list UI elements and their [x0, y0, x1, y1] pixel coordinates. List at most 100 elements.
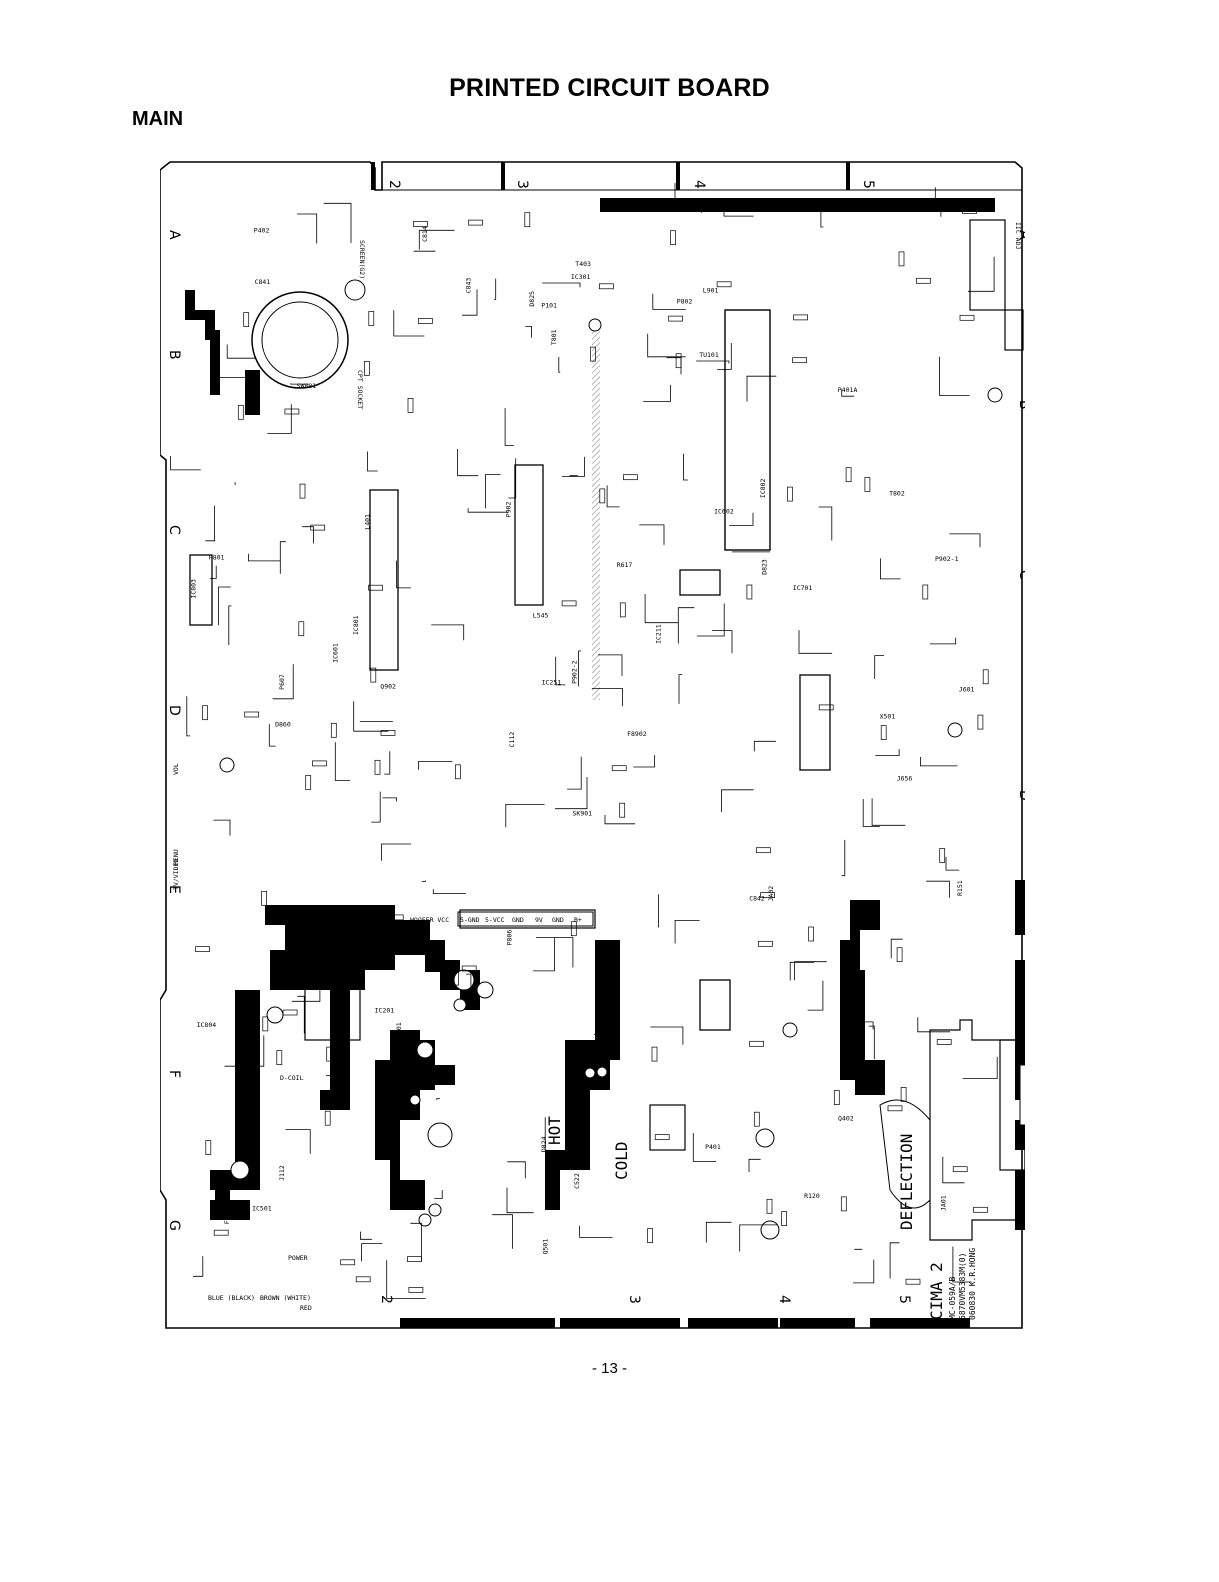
smd-footprint [461, 965, 477, 972]
trace-segment [507, 1161, 526, 1179]
trace-segment [315, 922, 338, 943]
smd-footprint [453, 970, 459, 986]
component-ref: C814 [421, 226, 429, 242]
smd-footprint [939, 848, 946, 863]
component-ref: P801 [209, 554, 225, 562]
trace-segment [604, 815, 636, 825]
trace-segment [434, 1190, 443, 1199]
tv-video-label: TV/VIDEO [172, 859, 180, 890]
component-ref: T802 [889, 490, 905, 498]
trace-segment [789, 961, 815, 981]
zone-label: 5 [896, 1295, 912, 1304]
zone-label: D [166, 705, 182, 716]
ground-label: GND [552, 916, 564, 924]
smd-footprint [962, 208, 977, 214]
vol-label: VOL [172, 763, 180, 775]
smd-footprint [380, 730, 396, 736]
ic-body [649, 1104, 686, 1151]
trace-segment [753, 740, 776, 752]
hot-label: HOT [545, 1116, 564, 1145]
trace-segment [683, 453, 688, 481]
smd-footprint [845, 467, 852, 483]
component-ref: Q902 [380, 683, 396, 691]
component-ref: C843 [464, 278, 472, 294]
smd-footprint [368, 584, 383, 591]
component-ref: P902 [504, 501, 512, 517]
smd-footprint [364, 361, 370, 376]
trace-segment [748, 1158, 761, 1172]
component-ref: C842 [749, 894, 765, 902]
smd-footprint [418, 318, 433, 324]
model-info: CIMA 2 MC-059A/B 6870VM5383M(0) 060830 K… [927, 1248, 977, 1320]
trace-segment [639, 524, 665, 545]
smd-footprint [244, 711, 260, 718]
trace-segment [692, 1133, 716, 1162]
deflection-label: DEFLECTION [897, 1134, 916, 1230]
trace-segment [186, 696, 191, 737]
smd-footprint [298, 621, 305, 637]
edge-bar [1015, 960, 1025, 1020]
trace-segment [591, 688, 623, 707]
component-ref: IC251 [542, 679, 562, 687]
trace-segment [381, 843, 412, 861]
trace-segment [297, 213, 318, 244]
zone-label: E [1016, 965, 1025, 974]
pads [219, 318, 1003, 1240]
smd-footprint [599, 283, 614, 290]
cold-label: COLD [612, 1141, 631, 1180]
smd-footprint [898, 251, 905, 267]
smd-footprint [887, 1105, 903, 1112]
trace-segment [226, 344, 256, 359]
trace-segment [875, 749, 900, 756]
component-ref: P401A [838, 386, 858, 394]
component-ref: IC804 [197, 1021, 217, 1029]
trace-segment [504, 408, 514, 446]
trace-segment [462, 289, 478, 316]
component-ref: P902-1 [935, 555, 959, 563]
trace-segment [798, 630, 833, 654]
trace-segment [723, 202, 754, 217]
trace-segment [492, 1214, 513, 1249]
trace-segment [696, 360, 730, 364]
trace-segment [382, 797, 397, 802]
trace-segment [729, 512, 754, 526]
component-ref: D825 [528, 291, 536, 307]
smd-footprint [195, 946, 210, 952]
smd-footprint [623, 474, 638, 481]
trace-segment [544, 1117, 550, 1151]
trace-segment [871, 798, 906, 826]
trace-segment [213, 377, 247, 385]
trace-segment [711, 630, 733, 654]
zone-label: 4 [776, 1295, 792, 1304]
trace-segment [717, 343, 732, 370]
smd-footprint [305, 775, 312, 790]
smd-footprint [758, 940, 773, 947]
trace-segment [841, 839, 846, 877]
smd-footprint [916, 277, 931, 284]
smd-footprint [611, 765, 627, 772]
ground-label: GND [512, 916, 524, 924]
bottom-ground-bar [400, 1318, 555, 1328]
smd-footprint [370, 667, 377, 683]
component-ref: IC802 [759, 478, 767, 498]
trace-segment [705, 1221, 732, 1243]
component-ref: Q402 [838, 1115, 854, 1123]
component-ref: Q501 [542, 1239, 550, 1255]
part-number: 6870VM5383M(0) [958, 1253, 967, 1320]
component-ref: IC803 [190, 579, 198, 599]
smd-footprint [749, 1040, 764, 1047]
smd-footprint [840, 1196, 847, 1212]
trace-segment [228, 605, 232, 646]
zone-label: 3 [514, 180, 530, 189]
trace-segment [494, 278, 497, 300]
bottom-ground-bar [780, 1318, 855, 1328]
trace-segment [917, 1017, 951, 1033]
smd-footprint [781, 1211, 787, 1226]
smd-footprint [524, 212, 531, 228]
trace-segment [853, 1259, 875, 1284]
component-ref: X501 [880, 712, 896, 720]
trace-segment [647, 333, 686, 358]
component-ref: J656 [897, 774, 913, 782]
ic-body [724, 309, 771, 551]
component-ref: C112 [508, 732, 516, 748]
